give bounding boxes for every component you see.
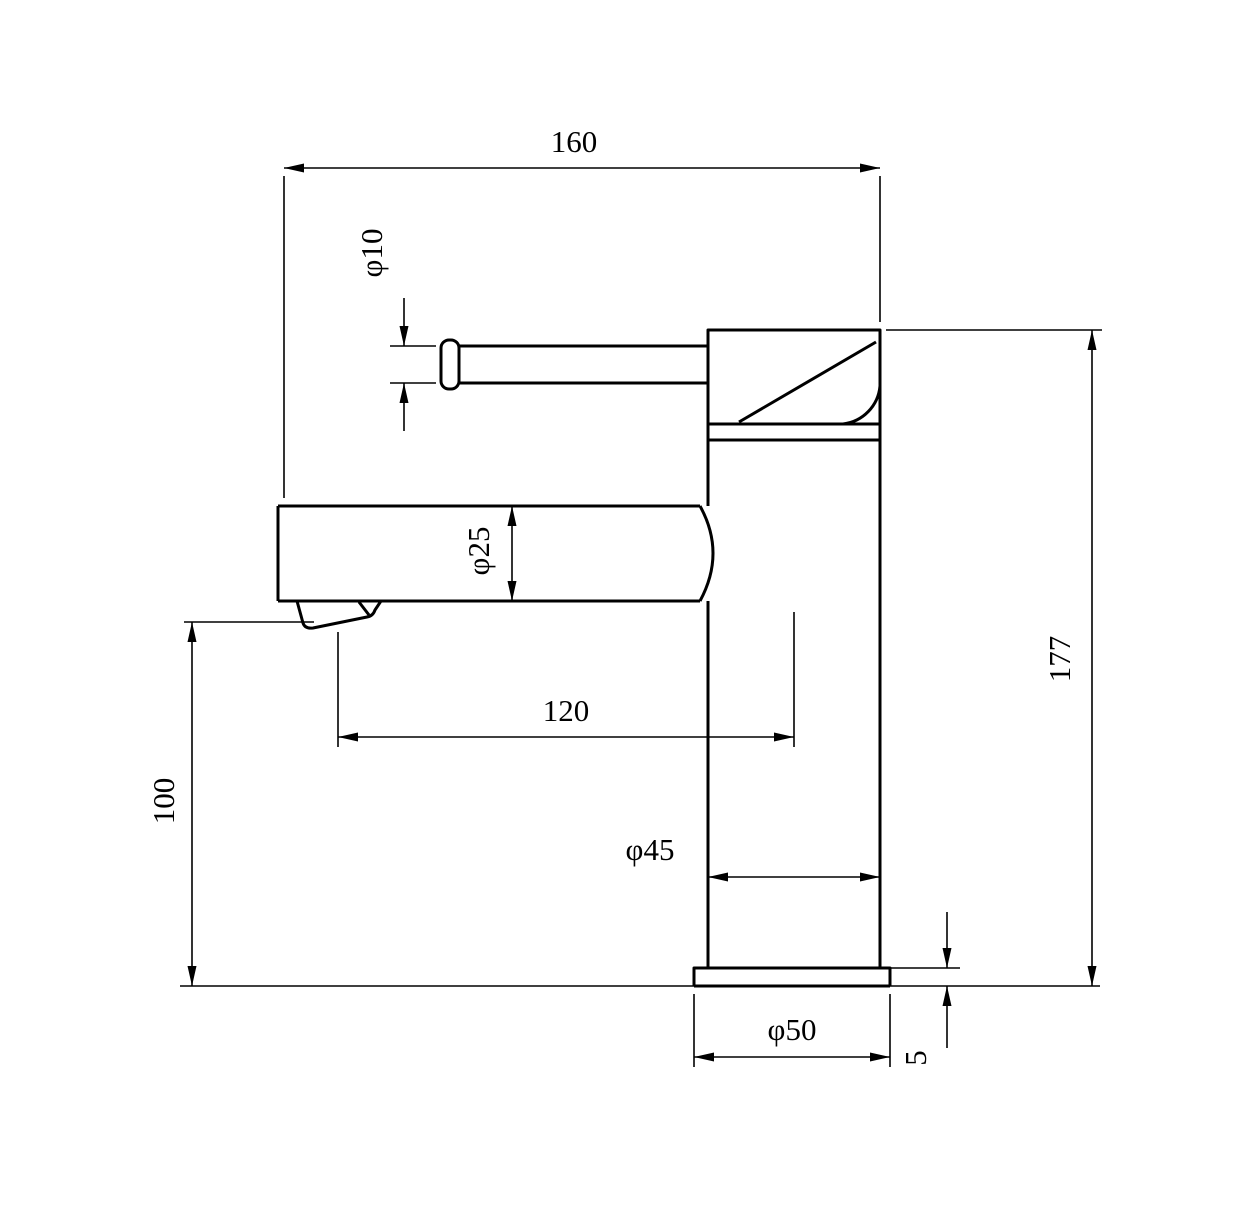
arrow-left-icon <box>708 872 728 882</box>
dim-120-label: 120 <box>543 693 590 728</box>
arrow-left-icon <box>284 163 304 173</box>
dim-50-label: φ50 <box>768 1012 817 1047</box>
spout-body-fillet <box>698 505 715 602</box>
dim-45 <box>708 872 880 882</box>
joint-ring <box>706 422 882 442</box>
dim-100 <box>184 621 314 986</box>
base-plate <box>692 966 892 986</box>
dim-45-label: φ45 <box>626 832 675 867</box>
aerator-outline <box>295 600 383 630</box>
arrow-up-icon <box>187 622 197 642</box>
dim-177 <box>886 329 1102 986</box>
arrow-right-icon <box>860 163 880 173</box>
arrow-right-icon <box>870 1052 890 1062</box>
arrow-up-icon <box>507 506 517 526</box>
cartridge-housing <box>706 328 882 426</box>
arrow-down-icon <box>187 966 197 986</box>
arrow-down-icon <box>507 581 517 601</box>
arrow-up-icon <box>942 986 952 1006</box>
dim-177-label: 177 <box>1042 636 1077 683</box>
dim-5 <box>886 912 960 1048</box>
dimension-lines <box>184 163 1102 1067</box>
lever-end-cap <box>439 338 461 391</box>
handle-pivot-arc <box>842 385 882 426</box>
arrow-right-icon <box>774 732 794 742</box>
dim-160 <box>283 163 881 498</box>
dim-25 <box>507 506 517 601</box>
arrow-down-icon <box>1087 966 1097 986</box>
dim-100-label: 100 <box>146 778 181 825</box>
dim-50 <box>693 994 891 1067</box>
faucet-outline <box>180 328 1100 988</box>
aerator-facet-line <box>357 601 371 616</box>
handle-joint-line <box>738 340 877 424</box>
dim-120 <box>337 612 795 747</box>
dim-5-label: 5 <box>898 1050 933 1066</box>
dim-160-label: 160 <box>551 124 598 159</box>
dim-10-label: φ10 <box>354 229 389 278</box>
arrow-left-icon <box>338 732 358 742</box>
arrow-down-icon <box>399 326 409 346</box>
arrow-left-icon <box>694 1052 714 1062</box>
dimension-labels: 160 φ10 φ25 120 100 φ45 177 φ50 5 <box>146 124 1077 1066</box>
dim-10 <box>390 298 436 431</box>
arrow-right-icon <box>860 872 880 882</box>
arrow-down-icon <box>942 948 952 968</box>
arrow-up-icon <box>1087 330 1097 350</box>
arrow-up-icon <box>399 383 409 403</box>
dim-25-label: φ25 <box>461 527 496 576</box>
